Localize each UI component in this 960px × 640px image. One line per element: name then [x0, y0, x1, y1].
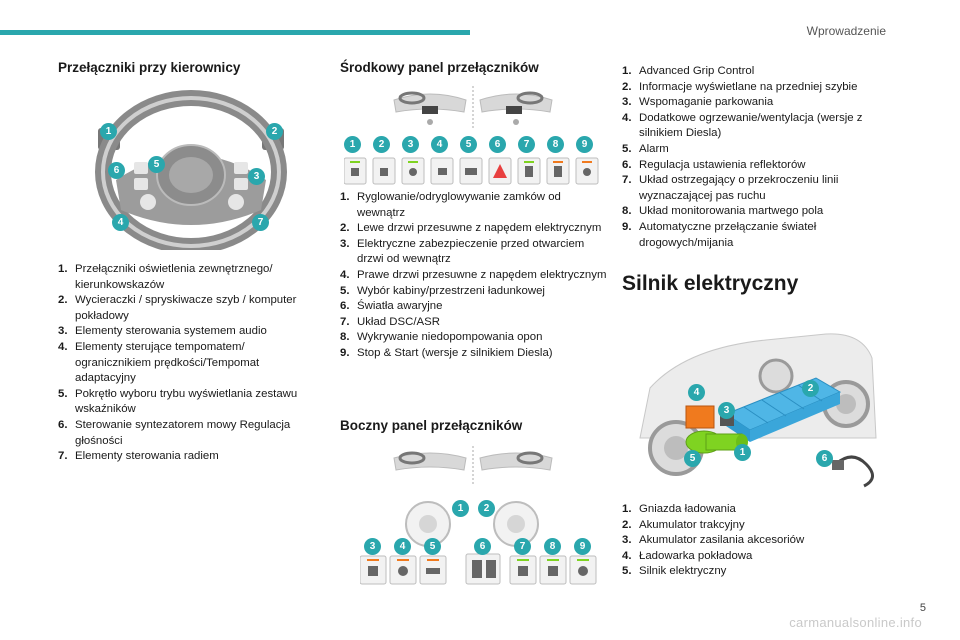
list-item: 3.Elementy sterowania systemem audio [58, 325, 267, 338]
steering-wheel-illustration: 1 2 3 4 5 6 7 [86, 90, 296, 254]
center-switch-row: 1 2 3 4 5 6 7 8 9 [344, 136, 606, 188]
list-item: 6.Światła awaryjne [340, 300, 443, 313]
center-badge-9: 9 [576, 136, 593, 153]
side-badge-8: 8 [544, 538, 561, 555]
list-item: 4.Ładowarka pokładowa [622, 549, 753, 562]
dashboard-icon [393, 86, 553, 128]
list-item: 2.Informacje wyświetlane na przedniej sz… [622, 80, 858, 93]
list-item: 1.Ryglowanie/odryglowywanie zamków od we… [340, 191, 561, 219]
page-number: 5 [919, 602, 926, 614]
list-item: 5.Wybór kabiny/przestrzeni ładunkowej [340, 284, 545, 297]
side-badge-9: 9 [574, 538, 591, 555]
steering-wheel-icon [95, 90, 287, 254]
steering-badge-1: 1 [100, 123, 117, 140]
list-item: 4.Prawe drzwi przesuwne z napędem elektr… [340, 268, 607, 281]
list-item: 1.Advanced Grip Control [622, 65, 755, 77]
list-item: 4.Dodatkowe ogrzewanie/wentylacja (wersj… [622, 111, 863, 140]
center-badge-3: 3 [402, 136, 419, 153]
electric-badge-3: 3 [718, 402, 735, 419]
electric-badge-1: 1 [734, 444, 751, 461]
steering-badge-2: 2 [266, 123, 283, 140]
rotary-controls-icon [360, 501, 597, 585]
list-item: 4.Elementy sterujące tempomatem/ ogranic… [58, 340, 260, 385]
list-item: 7.Elementy sterowania radiem [58, 450, 219, 463]
steering-heading: Przełączniki przy kierownicy [58, 60, 241, 75]
list-item: 8.Wykrywanie niedopompowania opon [340, 331, 543, 344]
side-panel-list: 1.Advanced Grip Control 2.Informacje wyś… [622, 64, 892, 251]
list-item: 7.Układ DSC/ASR [340, 315, 440, 328]
side-dashboard-illustration [340, 446, 608, 486]
side-badge-7: 7 [514, 538, 531, 555]
list-item: 2.Wycieraczki / spryskiwacze szyb / komp… [58, 294, 297, 322]
center-badge-6: 6 [489, 136, 506, 153]
list-item: 5.Pokrętło wyboru trybu wyświetlania zes… [58, 387, 298, 416]
list-item: 9.Automatyczne przełączanie świateł drog… [622, 220, 817, 249]
watermark: carmanualsonline.info [789, 615, 922, 630]
steering-badge-6: 6 [108, 162, 125, 179]
steering-list: 1.Przełączniki oświetlenia zewnętrznego/… [58, 262, 318, 465]
list-item: 2.Lewe drzwi przesuwne z napędem elektry… [340, 222, 602, 235]
steering-badge-4: 4 [112, 214, 129, 231]
center-badge-4: 4 [431, 136, 448, 153]
side-badge-4: 4 [394, 538, 411, 555]
center-badge-5: 5 [460, 136, 477, 153]
header-accent-bar [0, 30, 470, 35]
list-item: 3.Akumulator zasilania akcesoriów [622, 534, 805, 547]
center-badge-7: 7 [518, 136, 535, 153]
center-panel-illustration [340, 82, 608, 182]
electric-van-icon [639, 333, 877, 488]
list-item: 2.Akumulator trakcyjny [622, 518, 745, 531]
list-item: 6.Sterowanie syntezatorem mowy Regulacja… [58, 418, 291, 447]
side-badge-5: 5 [424, 538, 441, 555]
electric-heading: Silnik elektryczny [622, 272, 799, 295]
side-panel-heading: Boczny panel przełączników [340, 418, 523, 433]
side-switch-cluster: 1 2 3 4 5 6 7 8 9 [360, 496, 604, 588]
side-badge-6: 6 [474, 538, 491, 555]
electric-badge-4: 4 [688, 384, 705, 401]
list-item: 3.Elektryczne zabezpieczenie przed otwar… [340, 237, 585, 266]
electric-list: 1.Gniazda ładowania 2.Akumulator trakcyj… [622, 502, 892, 580]
list-item: 8.Układ monitorowania martwego pola [622, 205, 824, 218]
list-item: 9.Stop & Start (wersje z silnikiem Diesl… [340, 346, 553, 359]
center-badge-8: 8 [547, 136, 564, 153]
electric-badge-6: 6 [816, 450, 833, 467]
list-item: 5.Silnik elektryczny [622, 565, 727, 578]
side-badge-2: 2 [478, 500, 495, 517]
list-item: 7.Układ ostrzegający o przekroczeniu lin… [622, 174, 839, 202]
center-badge-1: 1 [344, 136, 361, 153]
electric-van-illustration: 4 3 2 1 5 6 [626, 318, 892, 496]
steering-badge-3: 3 [248, 168, 265, 185]
side-badge-3: 3 [364, 538, 381, 555]
center-switches-icon [344, 157, 599, 185]
list-item: 5.Alarm [622, 142, 669, 155]
center-badge-2: 2 [373, 136, 390, 153]
list-item: 6.Regulacja ustawienia reflektorów [622, 158, 806, 171]
list-item: 1.Gniazda ładowania [622, 503, 736, 515]
list-item: 1.Przełączniki oświetlenia zewnętrznego/… [58, 263, 273, 291]
side-badge-1: 1 [452, 500, 469, 517]
center-panel-heading: Środkowy panel przełączników [340, 60, 539, 75]
electric-badge-5: 5 [684, 450, 701, 467]
steering-badge-5: 5 [148, 156, 165, 173]
electric-badge-2: 2 [802, 380, 819, 397]
center-panel-list: 1.Ryglowanie/odryglowywanie zamków od we… [340, 190, 608, 362]
dashboard-icon [393, 446, 553, 484]
section-title: Wprowadzenie [806, 24, 886, 38]
list-item: 3.Wspomaganie parkowania [622, 96, 774, 109]
steering-badge-7: 7 [252, 214, 269, 231]
